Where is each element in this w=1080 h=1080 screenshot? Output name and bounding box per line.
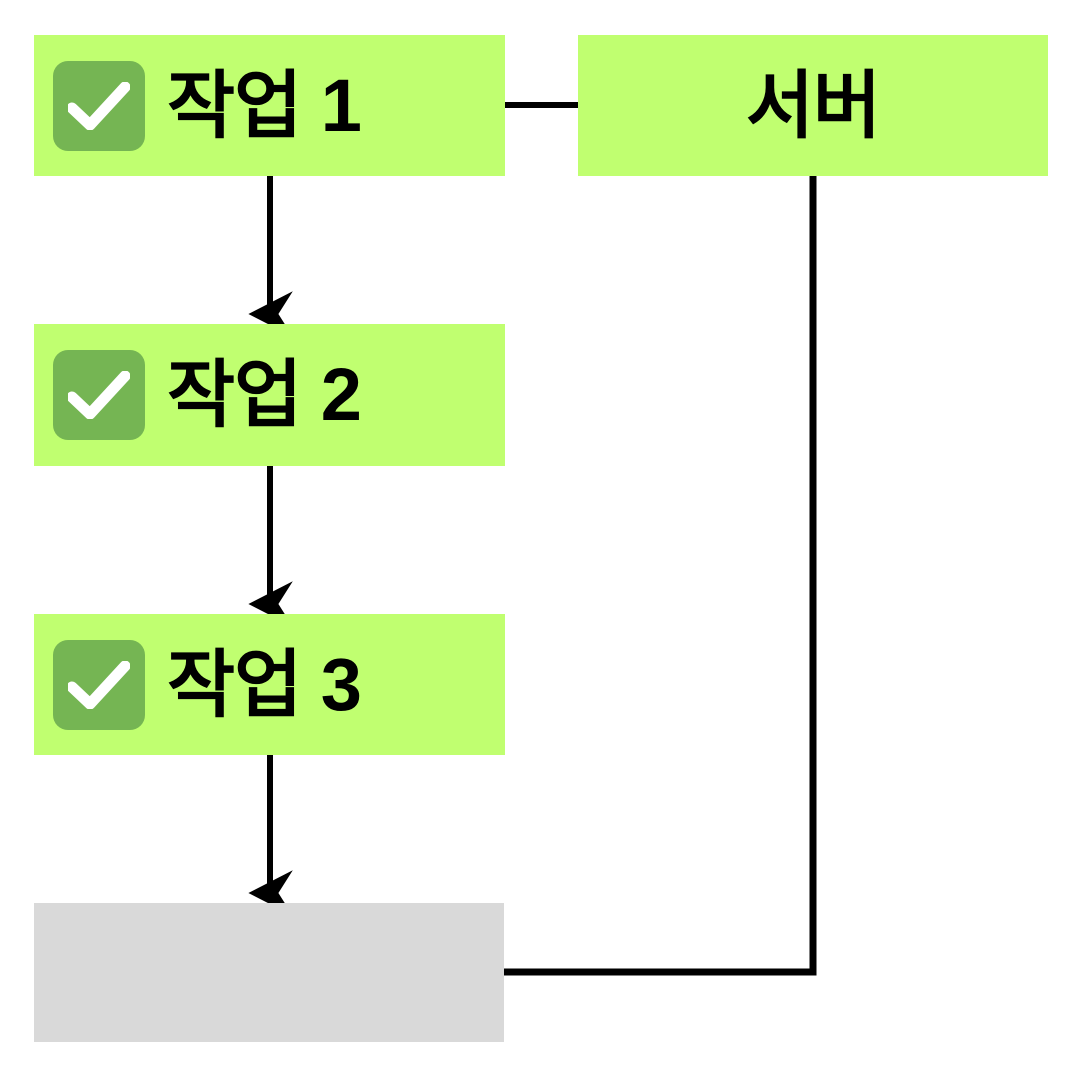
check-square-icon	[53, 60, 145, 151]
node-task1[interactable]: 작업 1	[34, 35, 505, 176]
node-server-label: 서버	[745, 63, 881, 147]
node-task3[interactable]: 작업 3	[34, 614, 505, 755]
check-square-icon	[53, 350, 145, 440]
node-task3-label: 작업 3	[167, 642, 362, 726]
edge-server-empty	[504, 176, 817, 976]
node-task1-label: 작업 1	[167, 63, 362, 147]
node-server[interactable]: 서버	[578, 35, 1048, 176]
check-square-icon	[53, 639, 145, 730]
node-empty[interactable]	[34, 903, 504, 1042]
node-task2[interactable]: 작업 2	[34, 324, 505, 466]
node-task2-label: 작업 2	[167, 353, 362, 436]
